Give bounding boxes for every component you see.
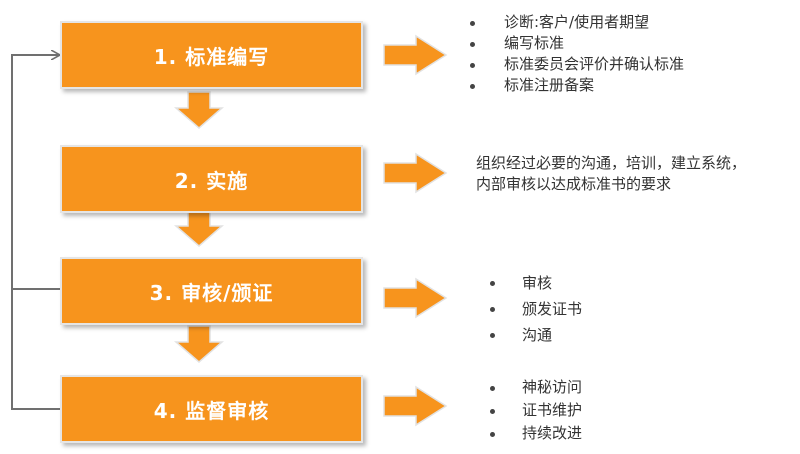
step-1-details: 诊断:客户/使用者期望 编写标准 标准委员会评价并确认标准 标准注册备案 <box>468 12 684 96</box>
step-2-details: 组织经过必要的沟通，培训，建立系统， 内部审核以达成标准书的要求 <box>476 153 800 195</box>
step-2-box: 2. 实施 <box>60 145 363 213</box>
step-3-title: 3. 审核/颁证 <box>149 280 274 305</box>
step-2-detail-line: 组织经过必要的沟通，培训，建立系统， <box>476 154 747 172</box>
list-item: 沟通 <box>488 322 582 348</box>
step-4-box: 4. 监督审核 <box>60 375 363 443</box>
list-item: 持续改进 <box>488 422 582 445</box>
step-3-box: 3. 审核/颁证 <box>60 257 363 325</box>
step-4-details: 神秘访问 证书维护 持续改进 <box>488 376 582 445</box>
list-item: 颁发证书 <box>488 296 582 322</box>
list-item: 编写标准 <box>468 33 684 54</box>
step-2-detail-line: 内部审核以达成标准书的要求 <box>476 175 672 193</box>
step-4-title: 4. 监督审核 <box>153 398 270 423</box>
list-item: 证书维护 <box>488 399 582 422</box>
down-arrow-icon <box>173 325 225 363</box>
list-item: 审核 <box>488 270 582 296</box>
right-arrow-icon <box>383 385 448 427</box>
step-1-box: 1. 标准编写 <box>60 21 363 89</box>
list-item: 标准委员会评价并确认标准 <box>468 54 684 75</box>
list-item: 标准注册备案 <box>468 75 684 96</box>
down-arrow-icon <box>173 209 225 247</box>
list-item: 神秘访问 <box>488 376 582 399</box>
step-3-details: 审核 颁发证书 沟通 <box>488 270 582 348</box>
step-1-title: 1. 标准编写 <box>153 44 270 69</box>
right-arrow-icon <box>383 34 448 76</box>
step-2-title: 2. 实施 <box>174 168 249 193</box>
feedback-loop-line <box>11 55 60 410</box>
list-item: 诊断:客户/使用者期望 <box>468 12 684 33</box>
down-arrow-icon <box>173 91 225 129</box>
right-arrow-icon <box>383 277 448 319</box>
right-arrow-icon <box>383 152 448 194</box>
